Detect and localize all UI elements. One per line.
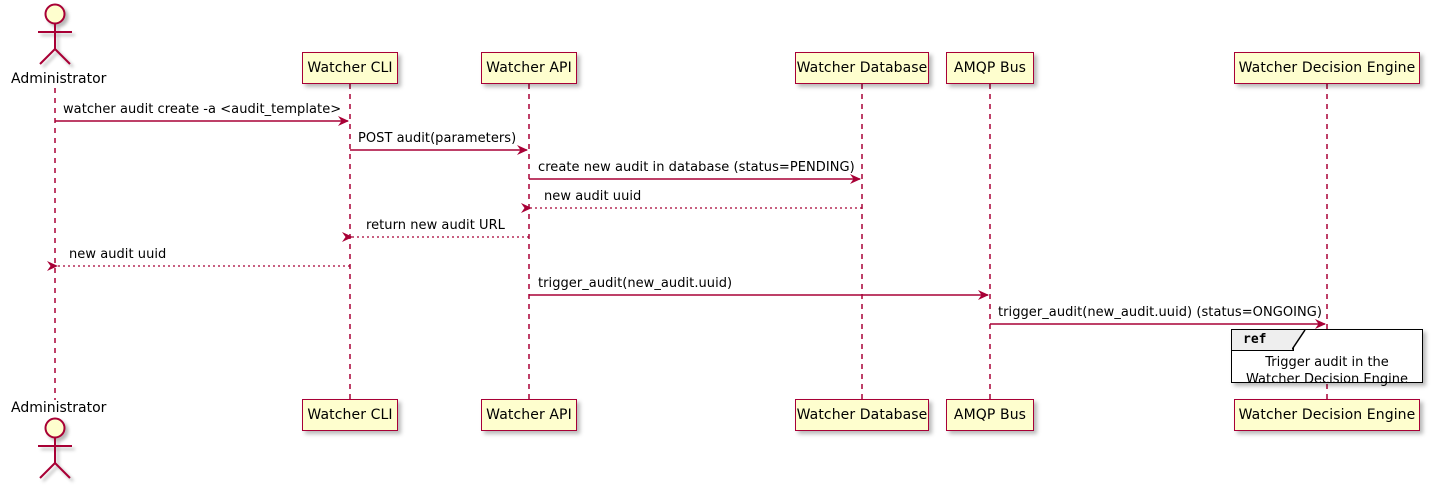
- actor-label-administrator-bottom: Administrator: [11, 400, 107, 416]
- participant-box-watcher-cli-bottom[interactable]: Watcher CLI: [302, 399, 398, 431]
- message-label-return-new-audit-url: return new audit URL: [366, 218, 505, 233]
- message-label-new-audit-uuid-cli: new audit uuid: [69, 247, 167, 262]
- message-arrow-group: [47, 116, 1326, 329]
- ref-fragment-tab-notch-icon: [1292, 330, 1306, 350]
- message-label-post-audit: POST audit(parameters): [358, 131, 517, 146]
- participant-box-watcher-decision-engine-bottom[interactable]: Watcher Decision Engine: [1234, 399, 1420, 431]
- message-label-trigger-audit: trigger_audit(new_audit.uuid): [538, 276, 733, 291]
- actor-label-administrator-top: Administrator: [11, 71, 107, 87]
- participant-box-watcher-database-bottom[interactable]: Watcher Database: [795, 399, 929, 431]
- actor-figure-administrator-bottom: [38, 417, 72, 479]
- ref-fragment-tab-label: ref: [1243, 332, 1267, 347]
- participant-box-watcher-cli-top[interactable]: Watcher CLI: [302, 52, 398, 84]
- lifeline-group: [54, 84, 1328, 400]
- message-label-trigger-audit-ongoing: trigger_audit(new_audit.uuid) (status=ON…: [998, 305, 1323, 320]
- actor-figure-administrator-top: [38, 3, 72, 65]
- ref-fragment-line-2: Watcher Decision Engine: [1246, 372, 1408, 387]
- participant-box-amqp-bus-top[interactable]: AMQP Bus: [946, 52, 1034, 84]
- participant-box-watcher-decision-engine-top[interactable]: Watcher Decision Engine: [1234, 52, 1420, 84]
- ref-fragment-line-1: Trigger audit in the: [1265, 355, 1389, 370]
- ref-fragment-body: Trigger audit in the Watcher Decision En…: [1232, 354, 1422, 388]
- ref-fragment-trigger-audit[interactable]: ref Trigger audit in the Watcher Decisio…: [1231, 329, 1423, 387]
- message-label-watcher-audit-create: watcher audit create -a <audit_template>: [63, 102, 342, 117]
- message-label-new-audit-uuid-db: new audit uuid: [544, 189, 642, 204]
- message-label-create-new-audit: create new audit in database (status=PEN…: [538, 160, 855, 175]
- participant-box-watcher-api-top[interactable]: Watcher API: [481, 52, 577, 84]
- participant-box-watcher-api-bottom[interactable]: Watcher API: [481, 399, 577, 431]
- participant-box-amqp-bus-bottom[interactable]: AMQP Bus: [946, 399, 1034, 431]
- participant-box-watcher-database-top[interactable]: Watcher Database: [795, 52, 929, 84]
